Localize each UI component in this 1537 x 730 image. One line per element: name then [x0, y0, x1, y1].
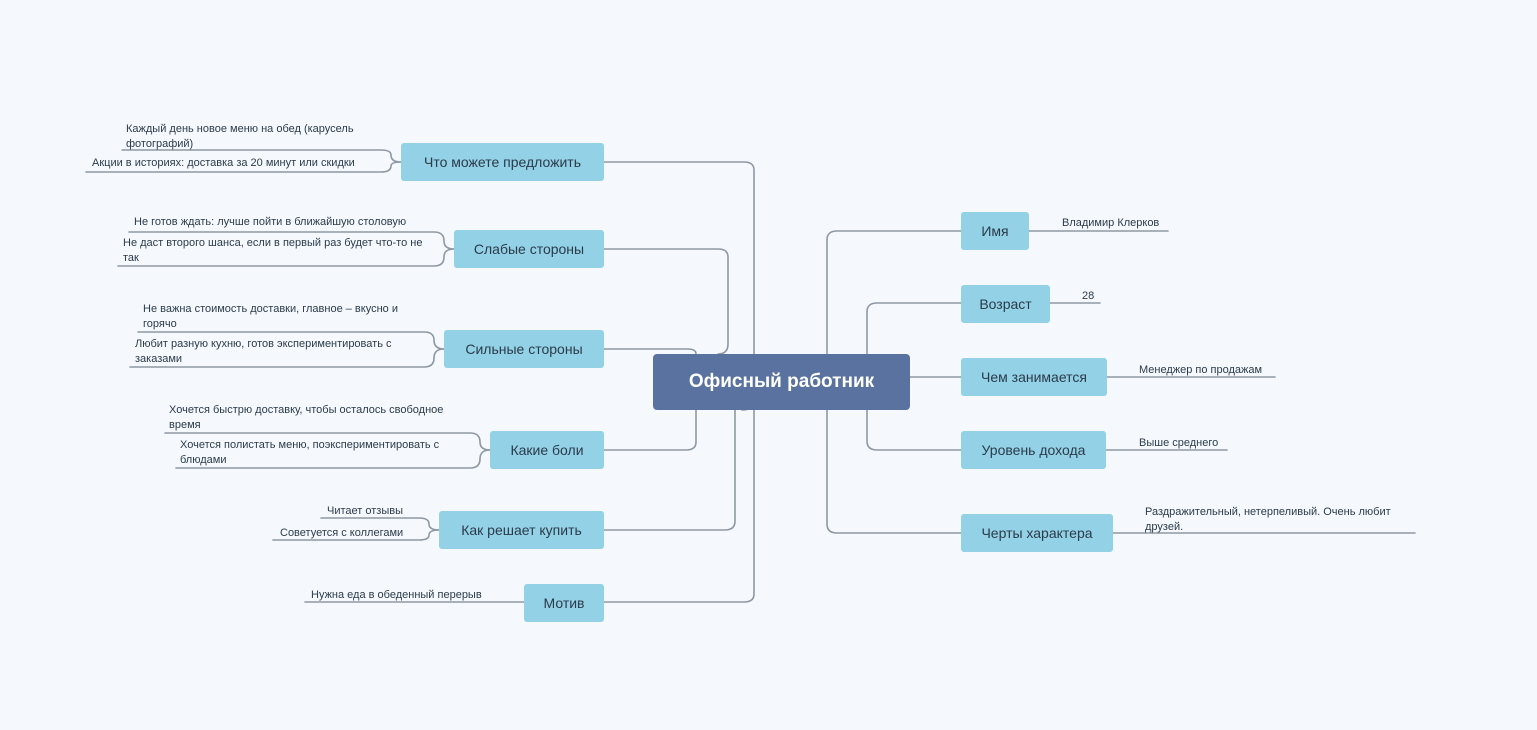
leaf-line-weak-1	[128, 231, 455, 250]
leaf-strong-delivery-cost[interactable]: Не важна стоимость доставки, главное – в…	[143, 303, 398, 330]
topic-offer[interactable]: Что можете предложить	[401, 143, 604, 181]
connector-central-decide	[603, 409, 736, 531]
connector-central-age	[866, 302, 962, 355]
leaf-line-weak-2	[117, 248, 455, 267]
topic-purchase-decision[interactable]: Как решает купить	[439, 511, 604, 549]
topic-pains[interactable]: Какие боли	[490, 431, 604, 469]
connector-central-name	[826, 230, 962, 355]
leaf-decide-colleagues[interactable]: Советуется с коллегами	[280, 527, 404, 539]
leaf-weak-wait[interactable]: Не готов ждать: лучше пойти в ближайшую …	[134, 216, 407, 228]
leaf-line-offer-2	[85, 161, 402, 173]
connector-central-traits	[826, 409, 962, 534]
leaf-line-strong-2	[129, 348, 445, 368]
connector-central-weak	[603, 248, 729, 355]
topic-motive[interactable]: Мотив	[524, 584, 604, 622]
connector-central-motive	[603, 409, 755, 603]
leaf-strong-cuisine[interactable]: Любит разную кухню, готов экспериментиро…	[135, 338, 392, 365]
leaf-name-value[interactable]: Владимир Клерков	[1062, 217, 1160, 229]
leaf-traits-value[interactable]: Раздражительный, нетерпеливый. Очень люб…	[1145, 506, 1391, 533]
central-topic[interactable]: Офисный работник	[653, 354, 910, 410]
connector-central-strong	[603, 348, 697, 355]
leaf-line-offer-1	[121, 149, 402, 163]
leaf-occupation-value[interactable]: Менеджер по продажам	[1139, 364, 1263, 376]
leaf-pains-browse-menu[interactable]: Хочется полистать меню, поэкспериментиро…	[180, 439, 440, 466]
leaf-line-decide-2	[272, 529, 440, 541]
leaf-decide-reviews[interactable]: Читает отзывы	[327, 505, 403, 517]
leaf-weak-second-chance[interactable]: Не даст второго шанса, если в первый раз…	[123, 237, 423, 264]
topic-age[interactable]: Возраст	[961, 285, 1050, 323]
leaf-line-pains-2	[175, 449, 491, 469]
leaf-motive-lunch[interactable]: Нужна еда в обеденный перерыв	[311, 589, 482, 601]
topic-strengths[interactable]: Сильные стороны	[444, 330, 604, 368]
connector-central-pains	[603, 409, 697, 451]
leaf-line-pains-1	[164, 432, 491, 451]
leaf-age-value[interactable]: 28	[1082, 290, 1095, 302]
topic-traits[interactable]: Черты характера	[961, 514, 1113, 552]
leaf-pains-fast-delivery[interactable]: Хочется быстрю доставку, чтобы осталось …	[169, 404, 444, 431]
topic-income[interactable]: Уровень дохода	[961, 431, 1106, 469]
topic-occupation[interactable]: Чем занимается	[961, 358, 1107, 396]
topic-name[interactable]: Имя	[961, 212, 1029, 250]
leaf-income-value[interactable]: Выше среднего	[1139, 437, 1219, 449]
leaf-line-strong-1	[137, 331, 445, 350]
connector-central-income	[866, 409, 962, 451]
leaf-line-decide-1	[320, 517, 440, 531]
leaf-offer-menu[interactable]: Каждый день новое меню на обед (карусель…	[126, 123, 354, 150]
topic-weaknesses[interactable]: Слабые стороны	[454, 230, 604, 268]
leaf-offer-promotions[interactable]: Акции в историях: доставка за 20 минут и…	[92, 157, 355, 169]
